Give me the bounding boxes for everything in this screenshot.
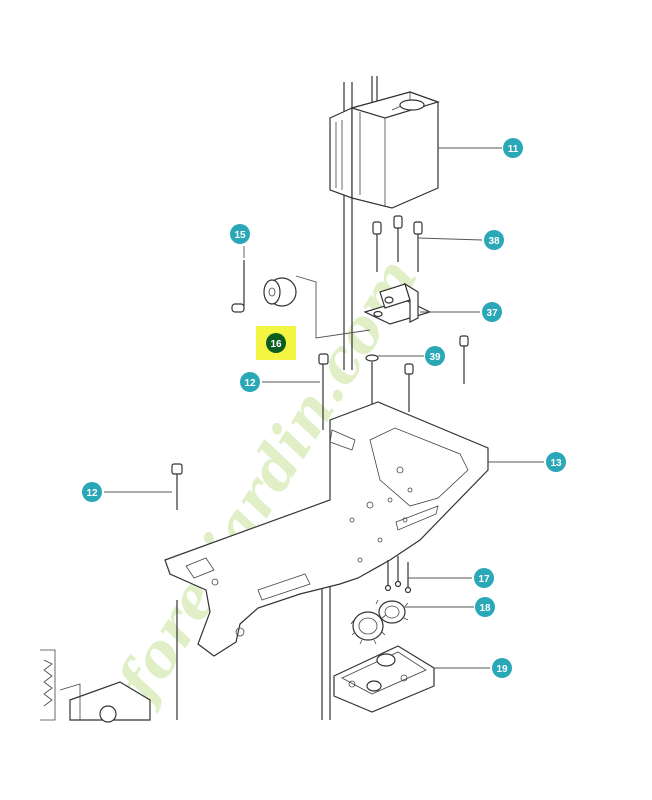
part-16-roller xyxy=(263,275,371,339)
callout-13-label: 13 xyxy=(550,458,562,469)
callout-39-label: 39 xyxy=(429,352,441,363)
callout-38-label: 38 xyxy=(488,236,500,247)
part-38-screws xyxy=(372,215,423,272)
part-39-washer xyxy=(365,354,379,410)
callout-19: 19 xyxy=(492,658,512,678)
part-37-bracket xyxy=(363,282,432,325)
callout-19-label: 19 xyxy=(496,664,508,675)
callout-38: 38 xyxy=(484,230,504,250)
part-18-gears xyxy=(350,599,409,645)
callout-18: 18 xyxy=(475,597,495,617)
callout-37: 37 xyxy=(482,302,502,322)
partial-assembly-left xyxy=(40,649,151,723)
callout-17-label: 17 xyxy=(478,574,490,585)
part-15-screw xyxy=(231,260,245,313)
callout-12-lower-label: 12 xyxy=(86,488,98,499)
part-13-plate xyxy=(164,401,489,657)
callout-15: 15 xyxy=(230,224,250,244)
callout-39: 39 xyxy=(425,346,445,366)
callout-16: 16 xyxy=(256,326,296,360)
callout-18-label: 18 xyxy=(479,603,491,614)
callout-11: 11 xyxy=(503,138,523,158)
callout-12-lower: 12 xyxy=(82,482,102,502)
callout-15-label: 15 xyxy=(234,230,246,241)
part-17-screws xyxy=(384,556,412,594)
callout-12-upper: 12 xyxy=(240,372,260,392)
part-12-screws xyxy=(171,335,469,720)
leader-lines xyxy=(104,147,544,669)
part-11-column xyxy=(329,91,440,209)
callout-12-upper-label: 12 xyxy=(244,378,256,389)
callout-16-label: 16 xyxy=(270,339,282,350)
callout-17: 17 xyxy=(474,568,494,588)
callout-11-label: 11 xyxy=(508,144,519,155)
part-19-gearbox xyxy=(333,645,435,713)
callout-13: 13 xyxy=(546,452,566,472)
callout-37-label: 37 xyxy=(486,308,498,319)
